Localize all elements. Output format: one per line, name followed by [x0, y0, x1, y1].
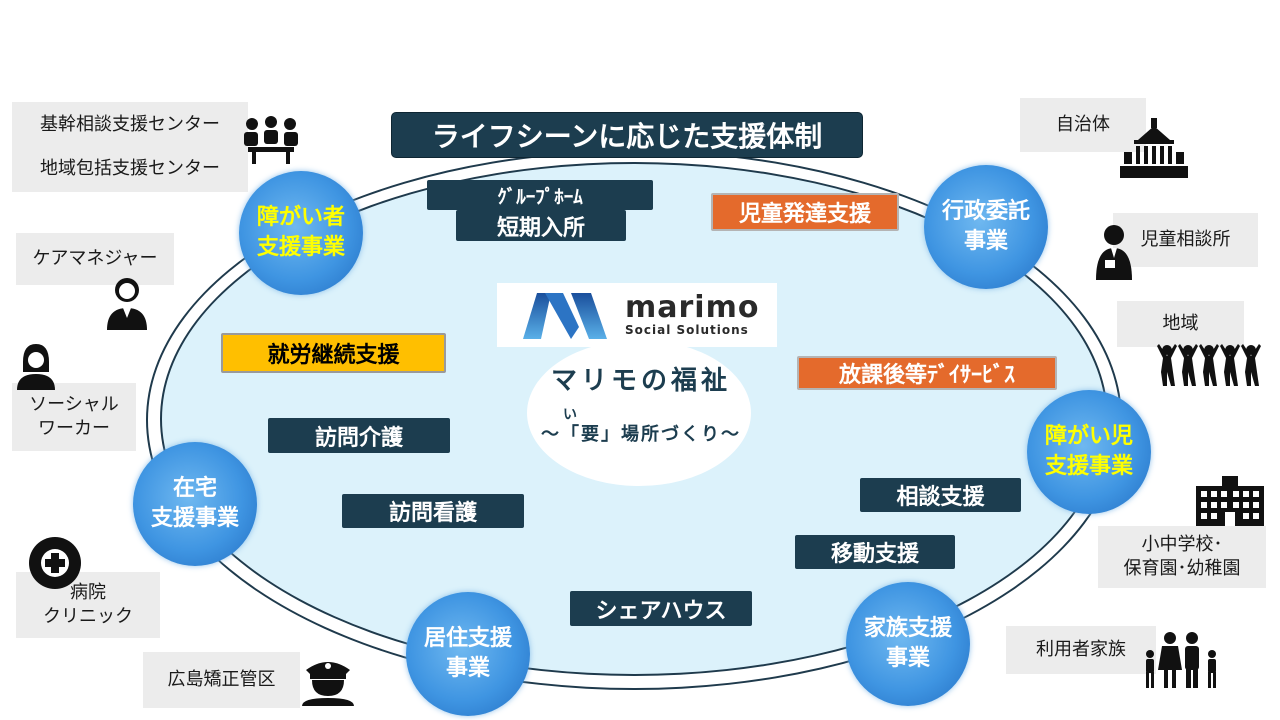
- brand-tagline: Social Solutions: [625, 323, 749, 337]
- partner-community: 地域: [1117, 301, 1244, 347]
- service-employment-support: 就労継続支援: [221, 333, 446, 373]
- business-family-line2: 事業: [885, 646, 930, 671]
- partner-hospital-line1: 病院: [70, 582, 106, 603]
- business-home-line2: 支援事業: [150, 506, 239, 531]
- partner-basic-consult: 基幹相談支援センター: [40, 114, 220, 135]
- partner-hospital-line2: クリニック: [43, 606, 133, 627]
- partner-schools: 小中学校･ 保育園･幼稚園: [1098, 526, 1266, 588]
- business-disability: 障がい者 支援事業: [239, 171, 363, 295]
- business-family-line1: 家族支援: [863, 616, 952, 641]
- business-residential: 居住支援 事業: [406, 592, 530, 716]
- government-building-icon: [1120, 118, 1188, 178]
- business-disability-line2: 支援事業: [256, 235, 345, 260]
- business-disability-line1: 障がい者: [256, 205, 345, 230]
- service-child-development: 児童発達支援: [711, 193, 899, 231]
- meeting-icon: [244, 116, 298, 164]
- center-highlight: [527, 340, 751, 486]
- partner-schools-line2: 保育園･幼稚園: [1123, 558, 1241, 579]
- service-consultation: 相談支援: [860, 478, 1021, 512]
- service-mobility: 移動支援: [795, 535, 955, 569]
- hospital-cross-icon: [29, 537, 81, 589]
- diagram-title: ライフシーンに応じた支援体制: [391, 112, 863, 158]
- business-home-support: 在宅 支援事業: [133, 442, 257, 566]
- partner-child-consult: 児童相談所: [1113, 213, 1258, 267]
- marimo-logo-mark-icon: [523, 293, 607, 339]
- business-child-line1: 障がい児: [1044, 424, 1133, 449]
- service-after-school: 放課後等ﾃﾞｲｻｰﾋﾞｽ: [797, 356, 1057, 390]
- service-group-home: ｸﾞﾙｰﾌﾟﾎｰﾑ: [427, 180, 653, 210]
- officer-cap-icon: [302, 662, 354, 706]
- service-share-house: シェアハウス: [570, 591, 752, 626]
- business-family: 家族支援 事業: [846, 582, 970, 706]
- partner-schools-line1: 小中学校･: [1141, 534, 1223, 555]
- service-short-stay: 短期入所: [456, 210, 626, 241]
- service-home-nursing: 訪問看護: [342, 494, 524, 528]
- partner-consult-centers: 基幹相談支援センター 地域包括支援センター: [12, 102, 248, 192]
- partner-families: 利用者家族: [1006, 626, 1156, 674]
- business-administrative-line2: 事業: [963, 229, 1008, 254]
- business-residential-line2: 事業: [445, 656, 490, 681]
- partner-social-worker-line2: ワーカー: [38, 418, 110, 439]
- business-administrative-line1: 行政委託: [941, 199, 1030, 224]
- business-child-disability: 障がい児 支援事業: [1027, 390, 1151, 514]
- business-administrative: 行政委託 事業: [924, 165, 1048, 289]
- brand-name: marimo: [625, 290, 760, 325]
- family-icon: [1146, 632, 1216, 688]
- slogan: ～「要」場所づくり～: [541, 424, 741, 445]
- marimo-logo: marimo Social Solutions: [497, 283, 777, 347]
- business-child-line2: 支援事業: [1044, 454, 1133, 479]
- service-home-care: 訪問介護: [268, 418, 450, 453]
- community-people-icon: [1157, 344, 1261, 386]
- service-name: マリモの福祉: [550, 366, 731, 396]
- slogan-ruby: い: [563, 407, 577, 423]
- business-home-line1: 在宅: [172, 476, 217, 501]
- partner-care-manager: ケアマネジャー: [16, 233, 174, 285]
- business-residential-line1: 居住支援: [423, 626, 512, 651]
- care-manager-person-icon: [107, 278, 147, 330]
- staff-person-icon: [1096, 225, 1132, 280]
- partner-social-worker: ソーシャル ワーカー: [12, 383, 136, 451]
- partner-correction: 広島矯正管区: [143, 652, 300, 708]
- partner-community-center: 地域包括支援センター: [40, 158, 220, 179]
- partner-municipality: 自治体: [1020, 98, 1146, 152]
- social-worker-person-icon: [17, 344, 55, 390]
- school-building-icon: [1196, 476, 1264, 526]
- partner-social-worker-line1: ソーシャル: [29, 394, 119, 415]
